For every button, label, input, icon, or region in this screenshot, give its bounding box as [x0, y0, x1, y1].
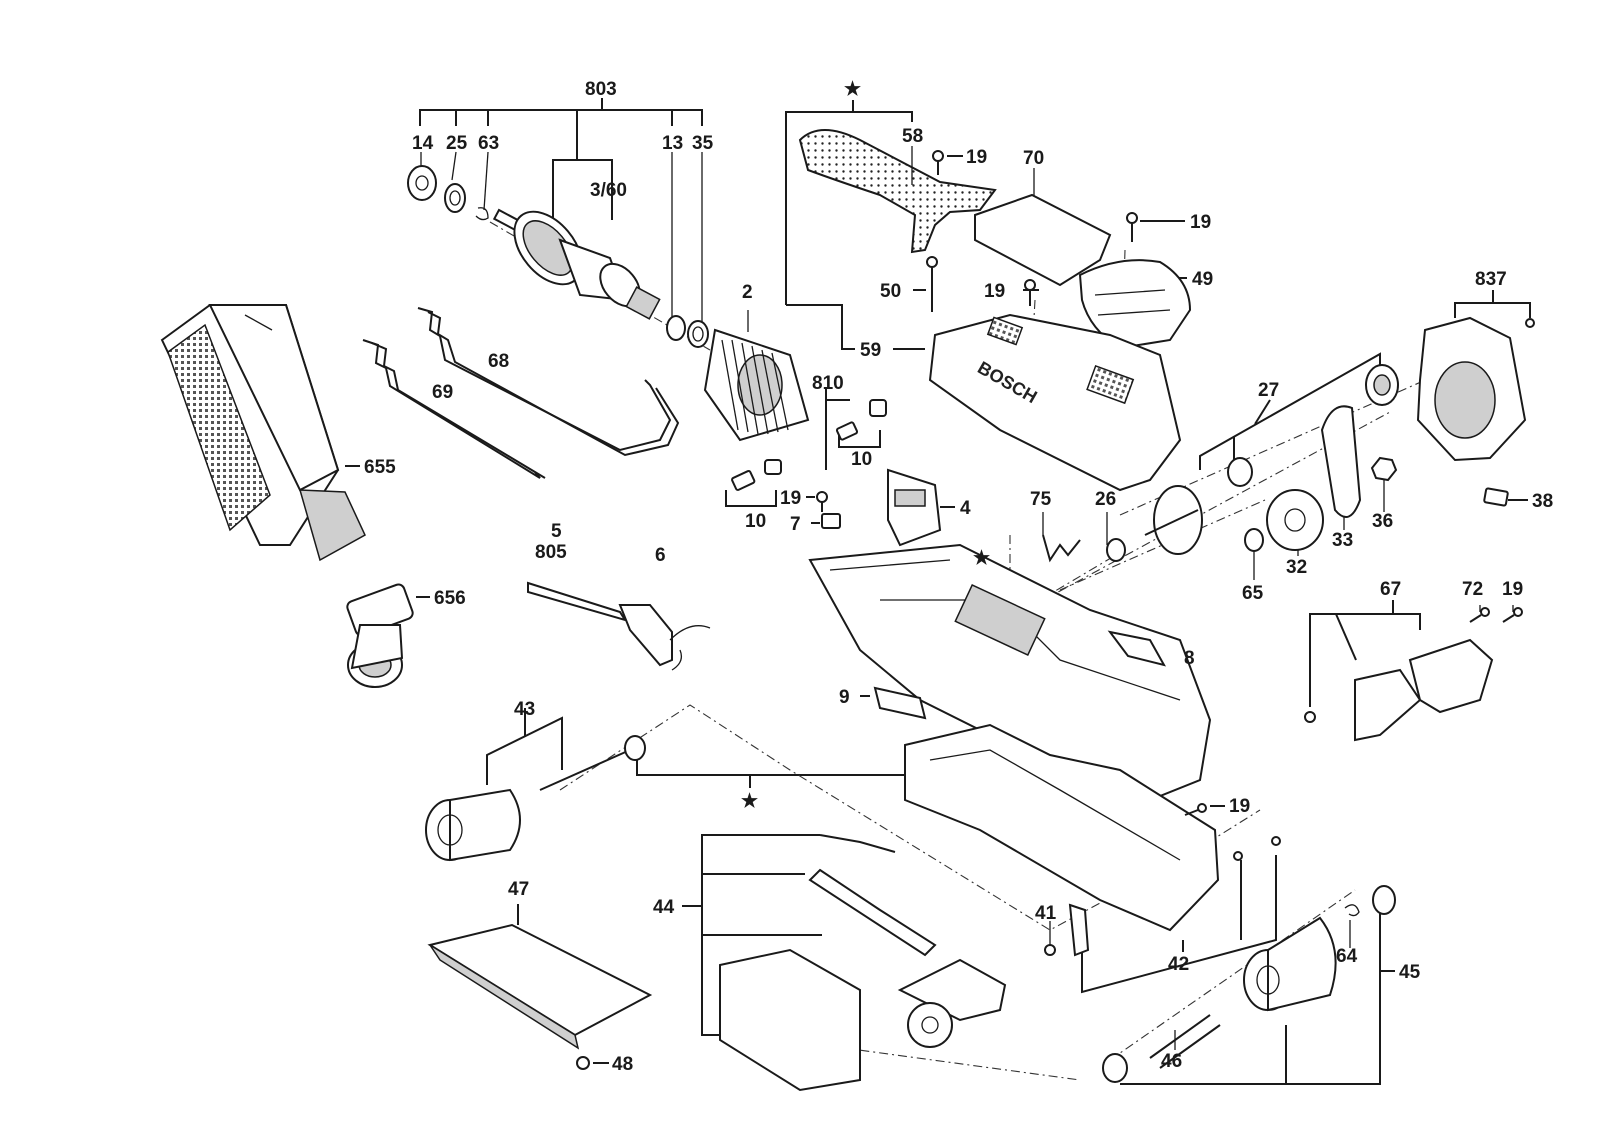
main-housing — [808, 543, 1212, 802]
label-837: 837 — [1475, 269, 1507, 290]
platen-47 — [427, 923, 653, 1050]
label-33: 33 — [1332, 530, 1354, 551]
label-64: 64 — [1336, 946, 1358, 967]
label-7: 7 — [790, 514, 801, 535]
label-19d: 19 — [984, 281, 1006, 302]
label-69: 69 — [432, 382, 454, 403]
label-805: 805 — [535, 542, 567, 563]
label-50: 50 — [880, 281, 902, 302]
spring-75 — [1042, 534, 1081, 563]
screw-19c — [1126, 212, 1138, 242]
belt-33 — [1320, 405, 1362, 519]
label-9: 9 — [839, 687, 850, 708]
label-68: 68 — [488, 351, 510, 372]
label-35: 35 — [692, 133, 714, 154]
label-5: 5 — [551, 521, 562, 542]
label-75: 75 — [1030, 489, 1052, 510]
brush-holder-7 — [821, 513, 841, 529]
label-65: 65 — [1242, 583, 1264, 604]
label-26: 26 — [1095, 489, 1117, 510]
screw-72 — [1469, 607, 1490, 623]
label-14: 14 — [412, 133, 434, 154]
label-25: 25 — [446, 133, 468, 154]
label-38: 38 — [1532, 491, 1554, 512]
label-19c: 19 — [1190, 212, 1212, 233]
label-63: 63 — [478, 133, 500, 154]
label-27: 27 — [1258, 380, 1280, 401]
screw-19e — [1502, 607, 1523, 623]
label-4: 4 — [960, 498, 971, 519]
clip-41-42 — [1044, 836, 1281, 957]
switch-4 — [887, 468, 942, 547]
star-marker-2: ★ — [973, 548, 991, 569]
pad-9 — [873, 686, 927, 720]
label-42: 42 — [1168, 954, 1190, 975]
label-47: 47 — [508, 879, 530, 900]
label-32: 32 — [1286, 557, 1308, 578]
label-13: 13 — [662, 133, 684, 154]
label-48: 48 — [612, 1054, 634, 1075]
screw-50 — [926, 256, 938, 312]
label-38 — [1483, 487, 1509, 507]
gear-26 — [1106, 485, 1203, 562]
label-70: 70 — [1023, 148, 1045, 169]
label-10a: 10 — [851, 449, 873, 470]
pad-8 — [1107, 630, 1167, 667]
label-19b: 19 — [966, 147, 988, 168]
star-marker-1: ★ — [844, 79, 862, 100]
label-49: 49 — [1192, 269, 1214, 290]
washer-65 — [1244, 528, 1264, 552]
label-8: 8 — [1184, 648, 1195, 669]
label-3-60: 3/60 — [590, 180, 627, 201]
label-67: 67 — [1380, 579, 1402, 600]
tensioner-44 — [719, 834, 1007, 1092]
cover-70 — [974, 193, 1112, 287]
power-cord-6 — [527, 581, 711, 671]
label-72: 72 — [1462, 579, 1484, 600]
pulley-32 — [1266, 489, 1324, 551]
label-41: 41 — [1035, 903, 1057, 924]
field-stator-2 — [703, 328, 810, 442]
label-44: 44 — [653, 897, 675, 918]
nose-cap-49 — [1078, 259, 1192, 350]
screw-19b — [932, 150, 944, 175]
front-knob-67 — [1304, 638, 1494, 742]
label-43: 43 — [514, 699, 536, 720]
label-19a: 19 — [780, 488, 802, 509]
label-46: 46 — [1161, 1051, 1183, 1072]
label-810: 810 — [812, 373, 844, 394]
label-656: 656 — [434, 588, 466, 609]
rear-cover-837 — [1416, 316, 1535, 462]
screw-48 — [576, 1056, 590, 1070]
roller-43 — [425, 735, 646, 862]
screw-19a — [816, 491, 828, 512]
wire-68-69 — [362, 307, 680, 479]
leader-lines — [345, 98, 1531, 1085]
nut-36 — [1370, 456, 1398, 482]
label-19f: 19 — [1229, 796, 1251, 817]
label-19e: 19 — [1502, 579, 1524, 600]
screw-19d — [1024, 279, 1036, 306]
label-45: 45 — [1399, 962, 1421, 983]
armature-3-60 — [407, 165, 709, 348]
label-2: 2 — [742, 282, 753, 303]
label-36: 36 — [1372, 511, 1394, 532]
label-655: 655 — [364, 457, 396, 478]
label-6: 6 — [655, 545, 666, 566]
screw-19f — [1184, 803, 1207, 816]
adapter-656 — [346, 583, 414, 688]
label-803: 803 — [585, 79, 617, 100]
pulley-27 — [1227, 364, 1399, 487]
label-59: 59 — [860, 340, 882, 361]
dust-box-655 — [160, 304, 366, 562]
star-marker-3: ★ — [741, 791, 759, 812]
label-10b: 10 — [745, 511, 767, 532]
roller-45 — [1102, 885, 1396, 1083]
base-frame — [904, 723, 1220, 932]
brushes-810 — [731, 399, 887, 491]
label-58: 58 — [902, 126, 924, 147]
handle-58 — [798, 129, 997, 254]
housing-59: BOSCH — [928, 313, 1182, 492]
